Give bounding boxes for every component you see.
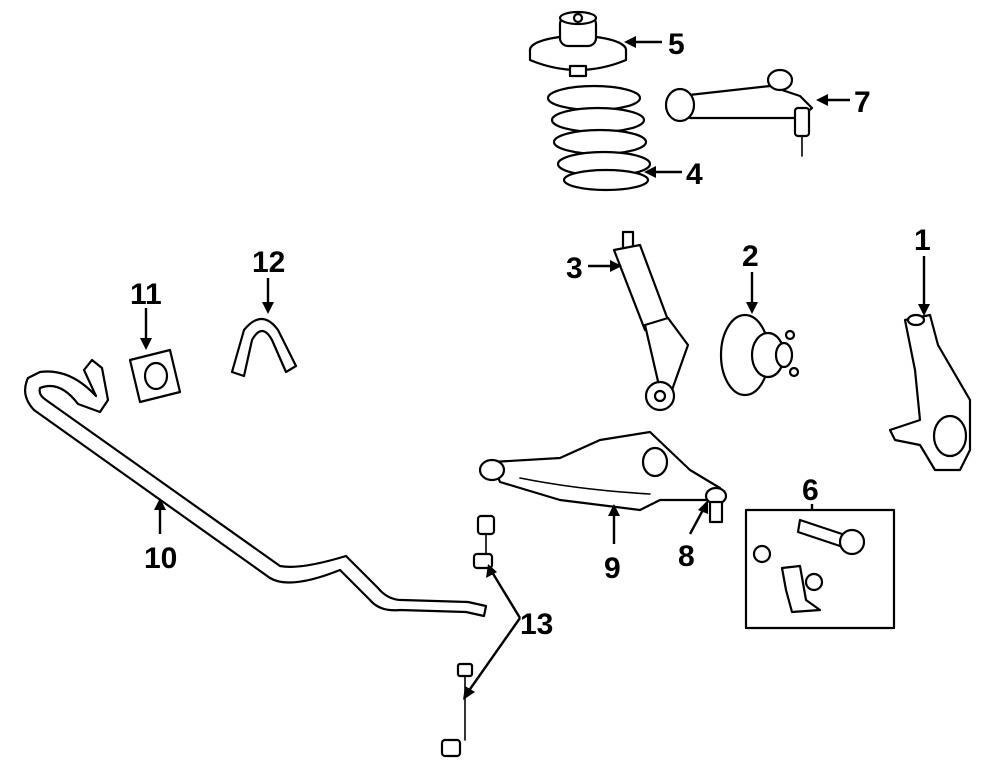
part-ball-joint [704, 486, 728, 524]
callout-8: 8 [678, 540, 695, 573]
part-hardware-kit [744, 508, 896, 630]
part-coil-spring [546, 84, 652, 192]
callout-labels: 5 7 4 3 2 1 12 11 10 9 8 6 13 [130, 28, 931, 641]
part-shock-absorber [612, 230, 690, 412]
callout-9: 9 [604, 552, 621, 585]
part-stabilizer-links [440, 514, 496, 758]
callout-10: 10 [144, 542, 177, 575]
callout-12: 12 [252, 246, 285, 279]
callout-6: 6 [802, 474, 819, 507]
part-stabilizer-bushing [128, 348, 182, 404]
callout-13: 13 [520, 608, 553, 641]
part-bushing-bracket [230, 317, 298, 378]
part-stabilizer-bar [23, 358, 488, 618]
leader-lines [140, 36, 930, 700]
part-upper-mount [528, 10, 628, 78]
callout-7: 7 [854, 86, 871, 119]
callout-2: 2 [742, 240, 759, 273]
callout-11: 11 [130, 278, 162, 311]
callout-1: 1 [914, 224, 931, 257]
part-lower-control-arm [478, 430, 722, 512]
callout-3: 3 [566, 252, 583, 285]
part-hub [719, 313, 800, 397]
callout-4: 4 [686, 158, 703, 191]
part-steering-knuckle [888, 313, 972, 472]
callout-5: 5 [668, 28, 685, 61]
part-upper-control-arm [664, 68, 814, 157]
